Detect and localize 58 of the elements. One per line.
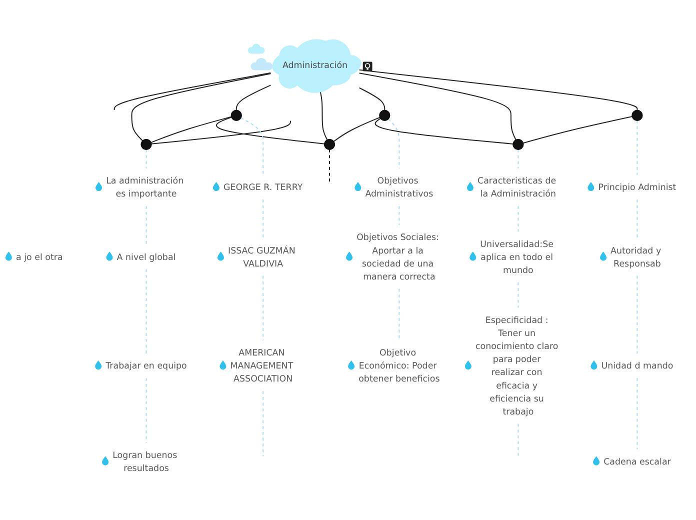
connector — [518, 282, 519, 308]
connector — [150, 116, 232, 144]
connector — [320, 91, 328, 140]
connector — [359, 87, 386, 110]
connector — [333, 116, 380, 142]
connector — [146, 378, 147, 443]
topic-text: Objetivos Administrativos — [365, 176, 434, 199]
connector — [114, 72, 271, 110]
connector — [146, 206, 147, 245]
junction-dot — [379, 110, 390, 121]
topic-text: a jo el otra — [16, 252, 63, 262]
connector — [262, 276, 264, 340]
connector — [262, 391, 264, 456]
topic-text: Trabajar en equipo — [106, 360, 187, 371]
connector — [151, 120, 291, 144]
connector — [398, 288, 400, 340]
connector — [388, 118, 400, 168]
topic-text: Autoridad y Responsab — [610, 245, 662, 269]
connector — [240, 117, 264, 175]
connector — [398, 206, 400, 225]
connector — [131, 73, 271, 142]
junction-dot — [632, 110, 643, 121]
topic-text: A nivel global — [116, 252, 176, 262]
connector — [518, 206, 519, 232]
topic-text: Especificidad : Tener un conocimiento claro para poder realizar con eficacia y eficiencia su trabajo — [475, 314, 560, 417]
junction-dot — [512, 139, 524, 150]
topic-text: Cadena escalar — [604, 456, 671, 467]
connector — [359, 72, 516, 140]
topic-text: Principio Administ — [598, 182, 676, 192]
connector — [518, 150, 519, 168]
topic-text: Objetivo Económico: Poder obtener beneficios — [358, 348, 440, 384]
topic-text: Unidad d mando — [601, 360, 674, 371]
connector — [636, 200, 638, 238]
topic-text: Objetivos Sociales: Aportar a la sociedad de una manera correcta — [356, 232, 440, 282]
connector — [329, 150, 330, 182]
topic-text: Universalidad:Se aplica en todo el mundo — [480, 238, 554, 276]
topic-text: La administración es importante — [106, 176, 185, 199]
junction-dot — [140, 139, 152, 150]
connector — [146, 150, 147, 168]
topic-text: GEORGE R. TERRY — [224, 182, 303, 192]
connector — [518, 424, 519, 456]
connector — [636, 276, 638, 354]
connector — [636, 378, 638, 450]
topic-text: Logran buenos resultados — [112, 450, 178, 474]
topic-text: AMERICAN MANAGEMENT ASSOCIATION — [230, 348, 294, 384]
cloud-node: Administración — [272, 39, 362, 93]
connector — [359, 69, 638, 110]
connector — [262, 200, 264, 238]
connector — [236, 84, 271, 110]
connector — [146, 269, 147, 354]
connector — [216, 116, 325, 144]
topic-text: ISSAC GUZMÁN VALDIVIA — [228, 245, 296, 269]
connector — [522, 116, 632, 144]
junction-dot — [324, 139, 335, 150]
topic-text: Caracteristicas de la Administración — [478, 176, 558, 199]
junction-dot — [230, 110, 242, 121]
connector — [374, 118, 514, 144]
connector — [636, 120, 638, 175]
